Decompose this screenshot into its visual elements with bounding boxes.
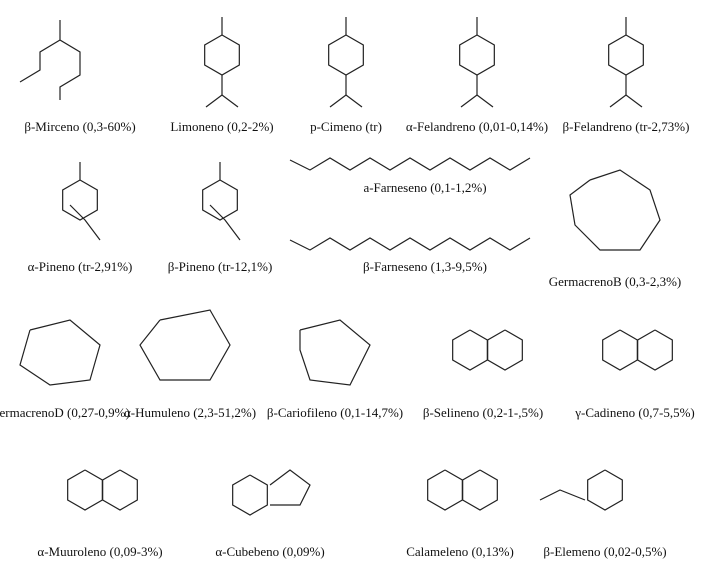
label-alpha-humuleno: α-Humuleno (2,3-51,2%) bbox=[123, 405, 257, 420]
label-alpha-pineno: α-Pineno (tr-2,91%) bbox=[27, 259, 133, 274]
beta-felandreno-isopropyl bbox=[609, 94, 643, 108]
label-beta-elemeno: β-Elemeno (0,02-0,5%) bbox=[543, 544, 667, 559]
beta-selineno-ring-a bbox=[452, 329, 488, 371]
label-beta-farneseno: β-Farneseno (1,3-9,5%) bbox=[363, 259, 487, 274]
label-germacreno-b: GermacrenoB (0,3-2,3%) bbox=[548, 274, 682, 289]
label-gamma-cadineno: γ-Cadineno (0,7-5,5%) bbox=[575, 405, 695, 420]
alpha-pineno-ring bbox=[62, 179, 98, 221]
beta-mirceno-chain bbox=[59, 20, 81, 100]
label-alpha-felandreno: α-Felandreno (0,01-0,14%) bbox=[405, 119, 549, 134]
gamma-cadineno-ring-a bbox=[602, 329, 638, 371]
label-beta-mirceno: β-Mirceno (0,3-60%) bbox=[24, 119, 136, 134]
label-beta-selineno: β-Selineno (0,2-1-,5%) bbox=[422, 405, 544, 420]
a-farneseno-chain bbox=[289, 157, 531, 171]
alpha-cubebeno-pentagon bbox=[269, 469, 311, 506]
alpha-muuroleno-ring-b bbox=[102, 469, 138, 511]
label-calameleno: Calameleno (0,13%) bbox=[406, 544, 514, 559]
limoneno-ring bbox=[204, 34, 240, 76]
beta-pineno-bridge bbox=[209, 204, 241, 241]
limoneno-isopropyl bbox=[205, 94, 239, 108]
label-p-cimeno: p-Cimeno (tr) bbox=[310, 119, 382, 134]
label-alpha-muuroleno: α-Muuroleno (0,09-3%) bbox=[37, 544, 163, 559]
calameleno-ring-b bbox=[462, 469, 498, 511]
beta-felandreno-ring bbox=[608, 34, 644, 76]
beta-selineno-ring-b bbox=[487, 329, 523, 371]
alpha-muuroleno-ring-a bbox=[67, 469, 103, 511]
label-beta-pineno: β-Pineno (tr-12,1%) bbox=[167, 259, 273, 274]
p-cimeno-isopropyl bbox=[329, 94, 363, 108]
germacreno-b-ring bbox=[569, 169, 661, 251]
label-beta-cariofileno: β-Cariofileno (0,1-14,7%) bbox=[266, 405, 404, 420]
alpha-felandreno-ring bbox=[459, 34, 495, 76]
alpha-cubebeno-ring bbox=[232, 474, 268, 516]
beta-farneseno-chain bbox=[289, 237, 531, 251]
gamma-cadineno-ring-b bbox=[637, 329, 673, 371]
label-limoneno: Limoneno (0,2-2%) bbox=[170, 119, 274, 134]
label-a-farneseno: a-Farneseno (0,1-1,2%) bbox=[363, 180, 487, 195]
alpha-humuleno-ring bbox=[139, 309, 231, 381]
beta-pineno-ring bbox=[202, 179, 238, 221]
label-beta-felandreno: β-Felandreno (tr-2,73%) bbox=[562, 119, 690, 134]
label-germacreno-d: GermacrenoD (0,27-0,9%) bbox=[0, 405, 130, 420]
calameleno-ring-a bbox=[427, 469, 463, 511]
beta-elemeno-ring bbox=[587, 469, 623, 511]
alpha-pineno-bridge bbox=[69, 204, 101, 241]
beta-cariofileno-ring bbox=[299, 319, 371, 386]
p-cimeno-ring bbox=[328, 34, 364, 76]
germacreno-d-ring bbox=[19, 319, 101, 386]
beta-elemeno-isopropenyl bbox=[539, 489, 586, 501]
label-alpha-cubebeno: α-Cubebeno (0,09%) bbox=[215, 544, 325, 559]
alpha-felandreno-isopropyl bbox=[460, 94, 494, 108]
beta-mirceno-chain2 bbox=[19, 39, 61, 83]
